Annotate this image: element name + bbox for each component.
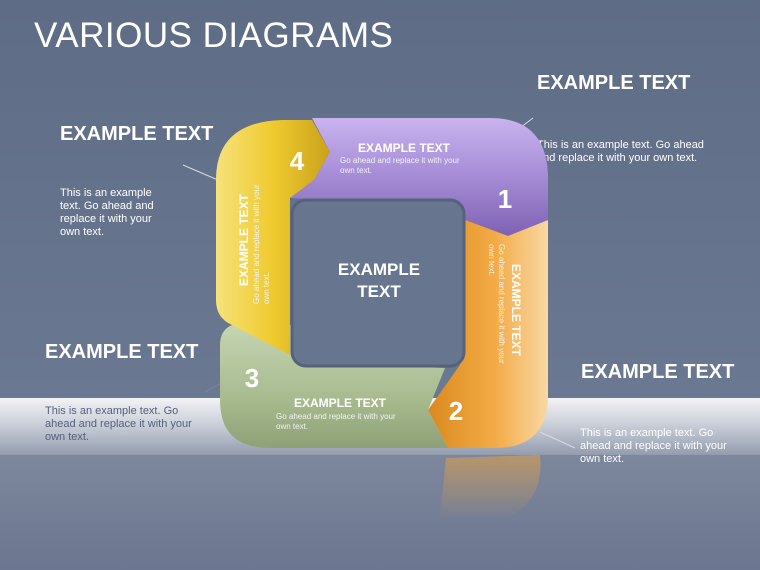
segment-4-yellow bbox=[216, 120, 330, 355]
segment-1-text-line2: own text. bbox=[340, 166, 372, 175]
callout-text-4: This is an example text. Go ahead and re… bbox=[60, 187, 154, 238]
segment-3-green bbox=[220, 325, 448, 448]
center-hole bbox=[292, 200, 464, 366]
center-text-line1: EXAMPLE bbox=[338, 260, 420, 279]
page-title: VARIOUS DIAGRAMS bbox=[34, 16, 394, 55]
callout-heading-3: EXAMPLE TEXT bbox=[45, 341, 199, 363]
segment-3-title: EXAMPLE TEXT bbox=[294, 396, 387, 410]
segment-2-orange bbox=[428, 218, 548, 448]
orange-reflection bbox=[440, 455, 541, 520]
segment-4-number: 4 bbox=[290, 146, 305, 176]
segment-4-title: EXAMPLE TEXT bbox=[237, 193, 251, 286]
segment-3-number: 3 bbox=[245, 363, 259, 393]
segment-3-text-line1: Go ahead and replace it with your bbox=[276, 412, 396, 421]
segment-1-purple bbox=[290, 118, 548, 236]
segment-2-text-line1: Go ahead and replace it with your bbox=[497, 244, 506, 364]
callout-text-3: This is an example text. Go ahead and re… bbox=[45, 405, 192, 443]
segment-1-number: 1 bbox=[498, 184, 512, 214]
callout-heading-4: EXAMPLE TEXT bbox=[60, 123, 214, 145]
background-bottom bbox=[0, 455, 760, 570]
segment-2-number: 2 bbox=[449, 396, 463, 426]
segment-2-text-line2: own text. bbox=[487, 244, 496, 276]
segment-4-text-line2: own text. bbox=[262, 272, 271, 304]
callout-text-2: This is an example text. Go ahead and re… bbox=[580, 427, 727, 465]
segment-4-text-line1: Go ahead and replace it with your bbox=[252, 184, 261, 304]
center-hole-rim bbox=[290, 198, 466, 368]
callout-heading-2: EXAMPLE TEXT bbox=[581, 361, 735, 383]
segment-3-text-line2: own text. bbox=[276, 422, 308, 431]
callout-heading-1: EXAMPLE TEXT bbox=[537, 72, 691, 94]
segment-1-title: EXAMPLE TEXT bbox=[358, 141, 451, 155]
segment-1-text-line1: Go ahead and replace it with your bbox=[340, 156, 460, 165]
center-text-line2: TEXT bbox=[357, 282, 401, 301]
segment-2-title: EXAMPLE TEXT bbox=[509, 264, 523, 357]
connector-line-2 bbox=[539, 431, 576, 449]
callout-text-1: This is an example text. Go ahead and re… bbox=[537, 139, 704, 164]
